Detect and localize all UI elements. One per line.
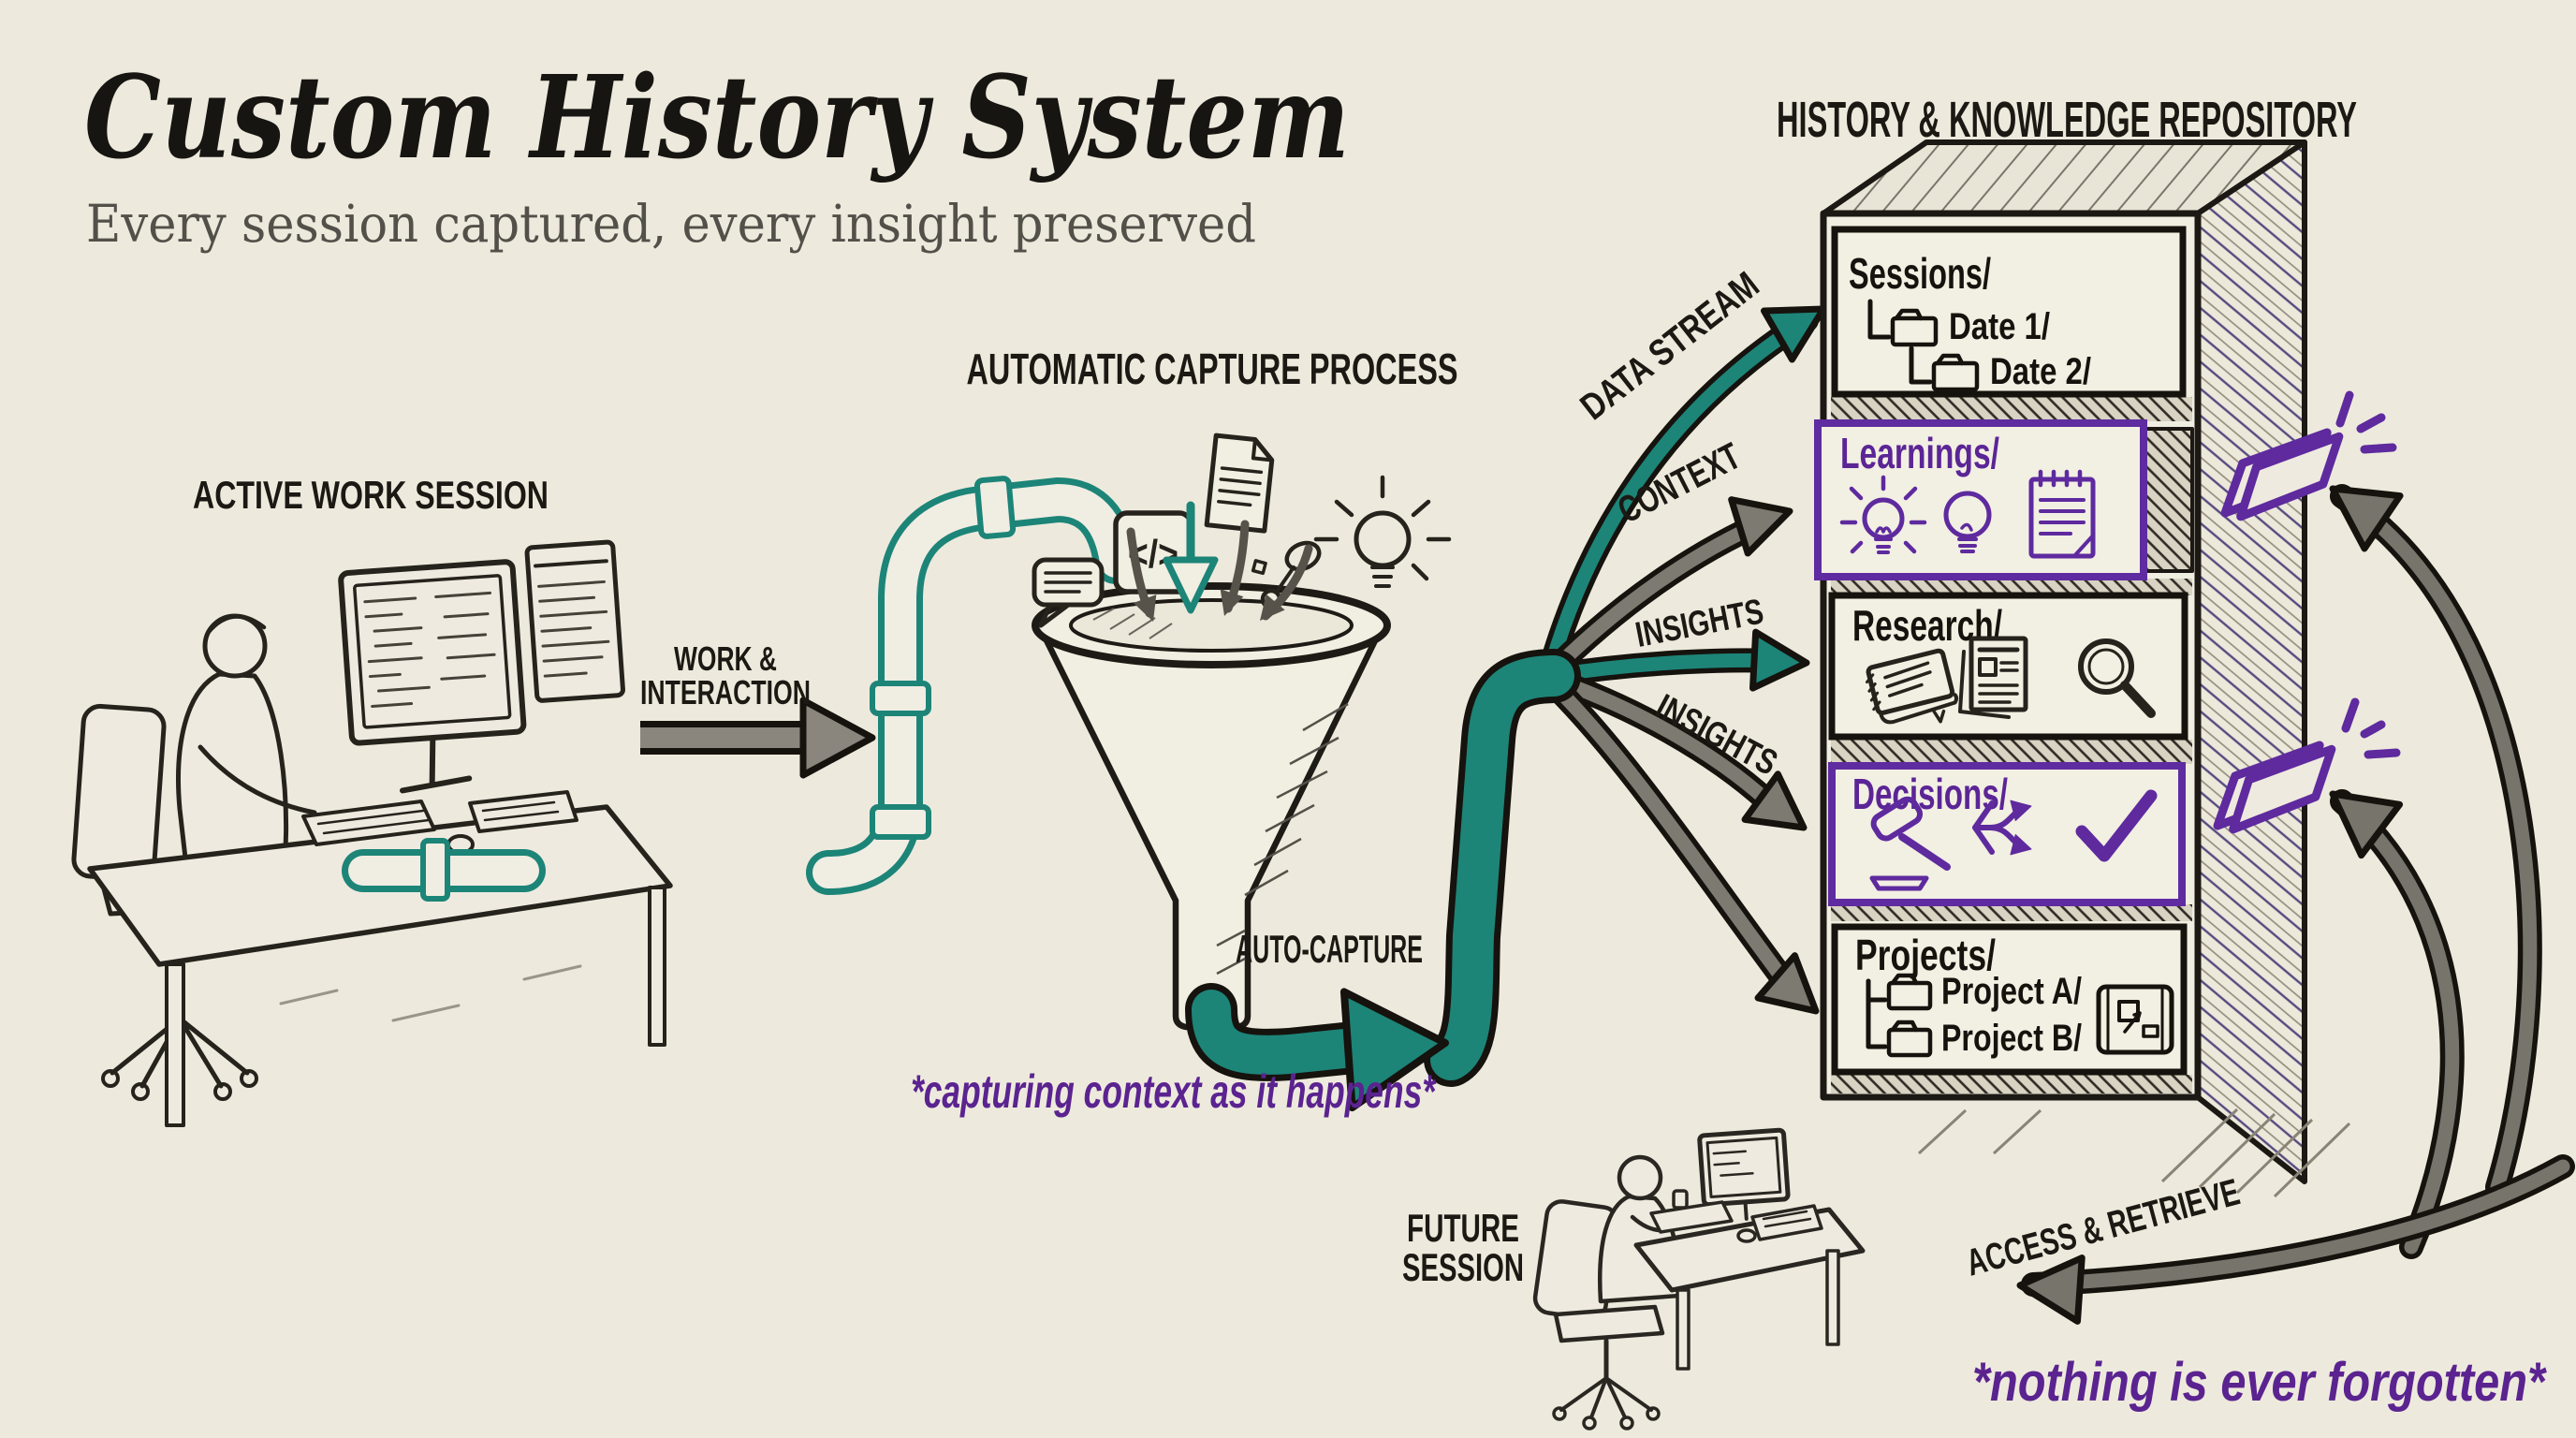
keyboard <box>301 800 436 846</box>
capture-trunk <box>1424 649 1581 1087</box>
retrieval-note: *nothing is ever forgotten* <box>1972 1352 2547 1413</box>
capture-funnel <box>1032 582 1391 1031</box>
sessions-date1: Date 1/ <box>1949 306 2050 347</box>
future-session-line2: SESSION <box>1402 1245 1524 1289</box>
context-arrowhead <box>1728 496 1793 557</box>
magnifier-icon <box>2078 638 2156 718</box>
monitor <box>338 559 527 794</box>
stream-fan <box>1537 305 1827 1015</box>
learnings-drawer-slot <box>2144 427 2194 573</box>
chat-bubble-icon <box>1032 557 1105 628</box>
capture-note: *capturing context as it happens* <box>911 1065 1437 1118</box>
future-papers <box>1750 1204 1823 1241</box>
capture-pipe <box>342 476 1138 902</box>
auto-capture-label: AUTO-CAPTURE <box>1236 927 1423 971</box>
branching-arrows-icon <box>1972 800 2032 856</box>
projects-a: Project A/ <box>1941 971 2082 1012</box>
sparkle-1 <box>2335 390 2397 454</box>
future-session-line1: FUTURE <box>1407 1206 1519 1250</box>
projects-arrowhead <box>1754 952 1820 1015</box>
book-icon <box>1866 648 1959 725</box>
sparkle-2 <box>2341 697 2401 759</box>
article-icon <box>1958 636 2028 719</box>
future-session-illustration <box>1532 1127 1866 1431</box>
insights-arrowhead-1 <box>1749 628 1810 692</box>
work-interaction-line2: INTERACTION <box>640 673 811 712</box>
retrieved-folder-1 <box>2220 428 2344 521</box>
retrieved-folder-2 <box>2213 741 2336 834</box>
projects-title: Projects/ <box>1855 931 1996 979</box>
future-keyboard <box>1649 1200 1734 1234</box>
sessions-date2: Date 2/ <box>1990 351 2091 392</box>
document-window <box>524 539 625 703</box>
page-subtitle: Every session captured, every insight pr… <box>86 194 1256 254</box>
insights-arrowhead-2 <box>1741 770 1808 831</box>
decisions-title: Decisions/ <box>1852 770 2008 818</box>
gavel-icon <box>1869 796 1951 891</box>
learnings-title: Learnings/ <box>1840 429 1999 477</box>
cabinet-shelf-gaps <box>1831 397 2192 1093</box>
lightbulb-icon <box>1313 475 1452 588</box>
future-chair <box>1532 1199 1665 1431</box>
funnel-inflow-arrows <box>1126 501 1313 622</box>
cabinet-side-face <box>2195 139 2307 1184</box>
checkmark-icon <box>2075 789 2158 862</box>
projects-b: Project B/ <box>1941 1018 2082 1059</box>
repository-title: HISTORY & KNOWLEDGE REPOSITORY <box>1777 92 2357 148</box>
repo-section-sessions: Sessions/ Date 1/ Date 2/ <box>1831 226 2187 398</box>
auto-capture-arrow <box>1185 983 1449 1112</box>
repo-section-learnings: Learnings/ <box>1814 419 2147 580</box>
floor-shading <box>1917 1108 2351 1198</box>
papers-stack <box>468 790 578 833</box>
work-interaction-arrow <box>640 697 876 779</box>
future-monitor <box>1697 1127 1791 1221</box>
notepad-icon <box>2028 469 2096 559</box>
future-mouse <box>1736 1228 1757 1243</box>
active-work-session-label: ACTIVE WORK SESSION <box>193 473 549 517</box>
sessions-title: Sessions/ <box>1849 249 1991 298</box>
document-icon <box>1204 433 1275 534</box>
data-stream-arrowhead <box>1761 305 1827 363</box>
glowing-lightbulb-icon <box>1839 475 1927 554</box>
repo-section-research: Research/ <box>1828 592 2188 741</box>
repo-section-decisions: Decisions/ <box>1828 762 2186 906</box>
worker-figure <box>176 613 317 877</box>
capture-process-title: AUTOMATIC CAPTURE PROCESS <box>967 345 1458 393</box>
future-cup <box>1672 1189 1689 1210</box>
page-title: Custom History System <box>84 50 1350 184</box>
retrieval-arrows <box>2016 484 2575 1325</box>
lightbulb-plain-icon <box>1943 491 1992 553</box>
blueprint-icon <box>2096 984 2174 1055</box>
work-interaction-line1: WORK & <box>674 639 777 678</box>
repo-section-projects: Projects/ Project A/ Project B/ <box>1831 923 2188 1076</box>
